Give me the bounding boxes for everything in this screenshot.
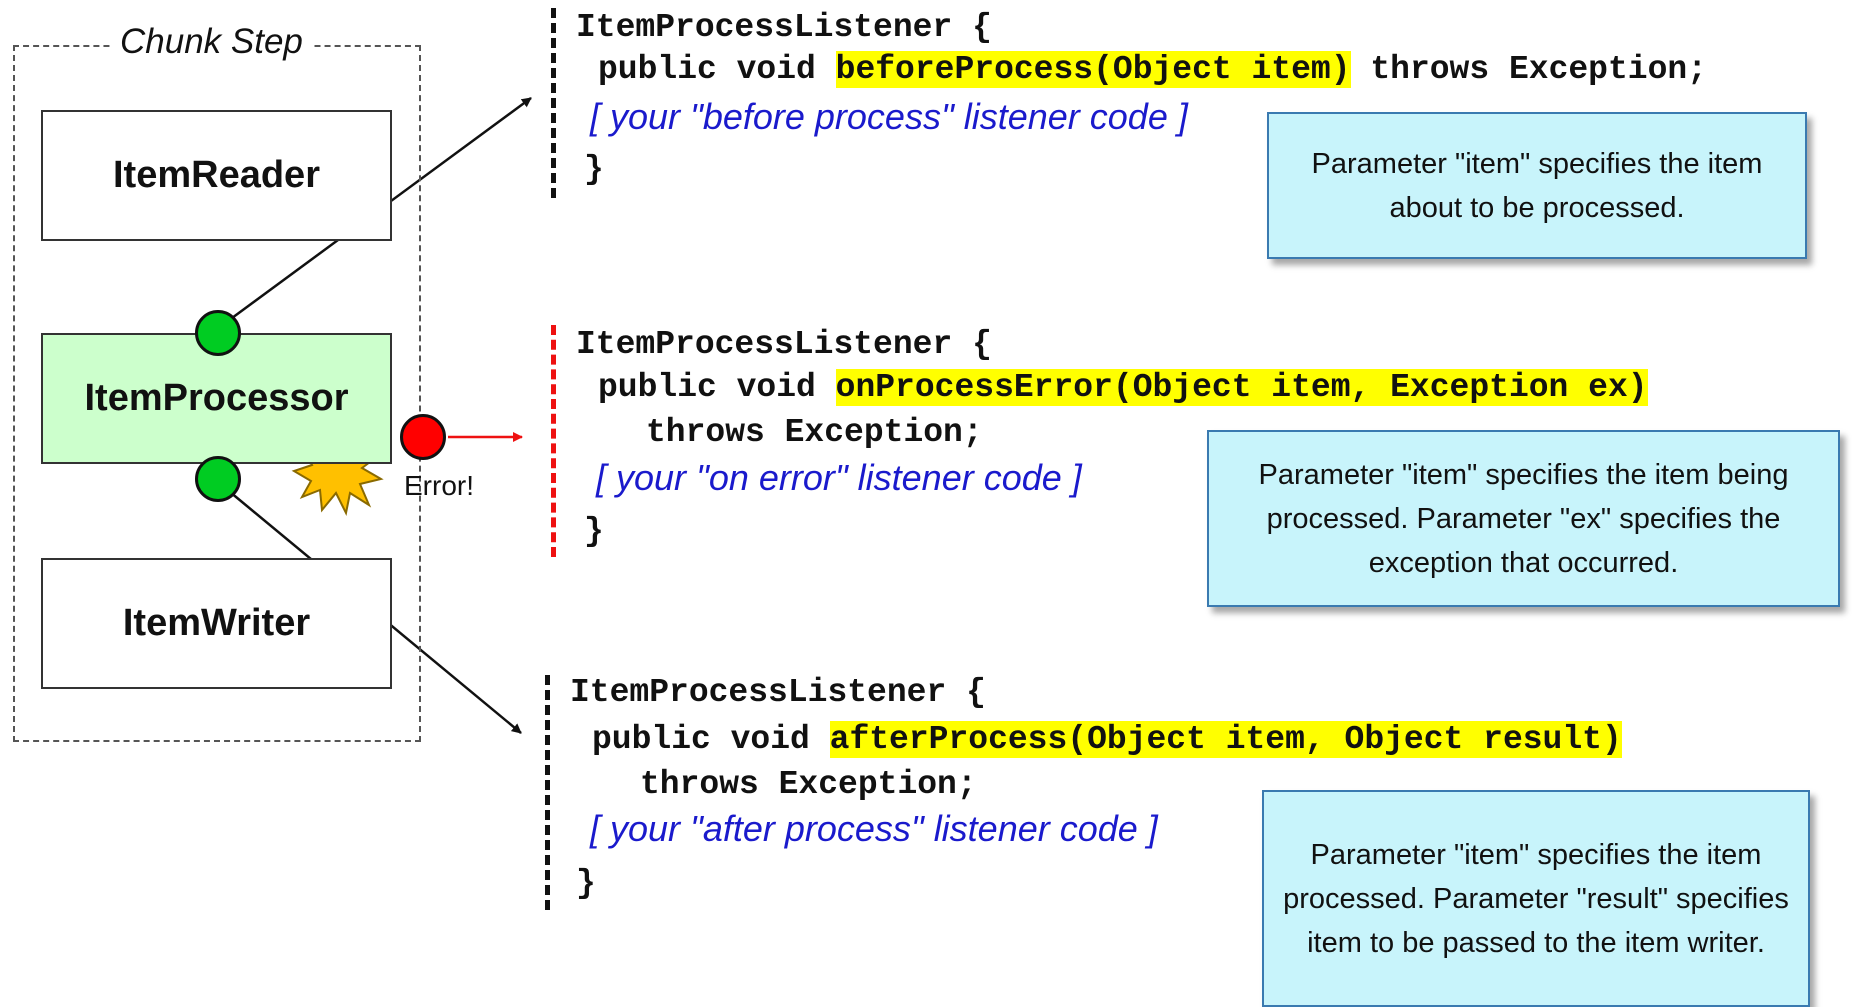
before-sig-suffix: throws Exception; bbox=[1350, 51, 1707, 88]
error-close: } bbox=[584, 513, 604, 550]
error-note: Parameter "item" specifies the item bein… bbox=[1207, 430, 1840, 607]
after-header: ItemProcessListener { bbox=[570, 674, 986, 711]
after-comment: [ your "after process" listener code ] bbox=[590, 808, 1158, 849]
on-error-hook-dot bbox=[400, 414, 446, 460]
before-process-hook-dot bbox=[195, 310, 241, 356]
before-block-bar bbox=[551, 8, 556, 198]
item-processor-label: ItemProcessor bbox=[84, 377, 349, 419]
error-label: Error! bbox=[404, 470, 474, 501]
error-block-bar bbox=[551, 325, 556, 557]
after-throws: throws Exception; bbox=[640, 766, 977, 803]
error-throws: throws Exception; bbox=[646, 414, 983, 451]
after-sig-highlight: afterProcess(Object item, Object result) bbox=[829, 721, 1622, 758]
error-header: ItemProcessListener { bbox=[576, 326, 992, 363]
after-close: } bbox=[576, 865, 596, 902]
before-signature: public void beforeProcess(Object item) t… bbox=[598, 50, 1707, 90]
error-sig-highlight: onProcessError(Object item, Exception ex… bbox=[835, 369, 1648, 406]
before-note: Parameter "item" specifies the item abou… bbox=[1267, 112, 1807, 259]
after-sig-prefix: public void bbox=[592, 721, 830, 758]
before-comment: [ your "before process" listener code ] bbox=[590, 96, 1188, 137]
error-sig-prefix: public void bbox=[598, 369, 836, 406]
before-sig-highlight: beforeProcess(Object item) bbox=[835, 51, 1351, 88]
error-signature: public void onProcessError(Object item, … bbox=[598, 368, 1648, 408]
item-writer-label: ItemWriter bbox=[122, 602, 311, 644]
after-process-hook-dot bbox=[195, 456, 241, 502]
after-note: Parameter "item" specifies the item proc… bbox=[1262, 790, 1810, 1007]
before-header: ItemProcessListener { bbox=[576, 9, 992, 46]
item-reader-label: ItemReader bbox=[113, 154, 320, 196]
after-block-bar bbox=[545, 675, 550, 910]
item-writer-box: ItemWriter bbox=[41, 558, 392, 689]
before-close: } bbox=[584, 151, 604, 188]
error-comment: [ your "on error" listener code ] bbox=[596, 457, 1082, 498]
before-sig-prefix: public void bbox=[598, 51, 836, 88]
after-signature: public void afterProcess(Object item, Ob… bbox=[592, 720, 1622, 760]
chunk-step-title: Chunk Step bbox=[110, 22, 313, 62]
item-reader-box: ItemReader bbox=[41, 110, 392, 241]
